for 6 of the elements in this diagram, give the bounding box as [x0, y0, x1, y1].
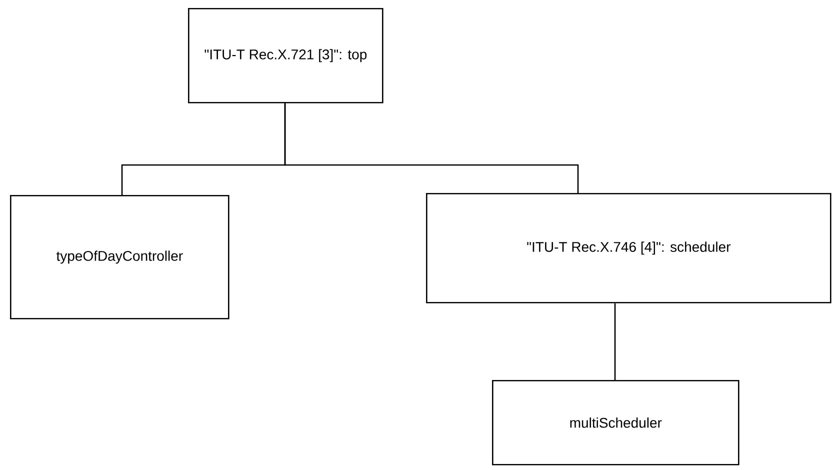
class-box: multiScheduler — [492, 380, 740, 466]
connector-line — [614, 303, 616, 380]
class-box: "ITU-T Rec.X.721 [3]": top — [188, 8, 384, 104]
class-box: typeOfDayController — [10, 195, 230, 320]
class-box: "ITU-T Rec.X.746 [4]": scheduler — [426, 193, 832, 304]
connector-line — [284, 103, 579, 193]
